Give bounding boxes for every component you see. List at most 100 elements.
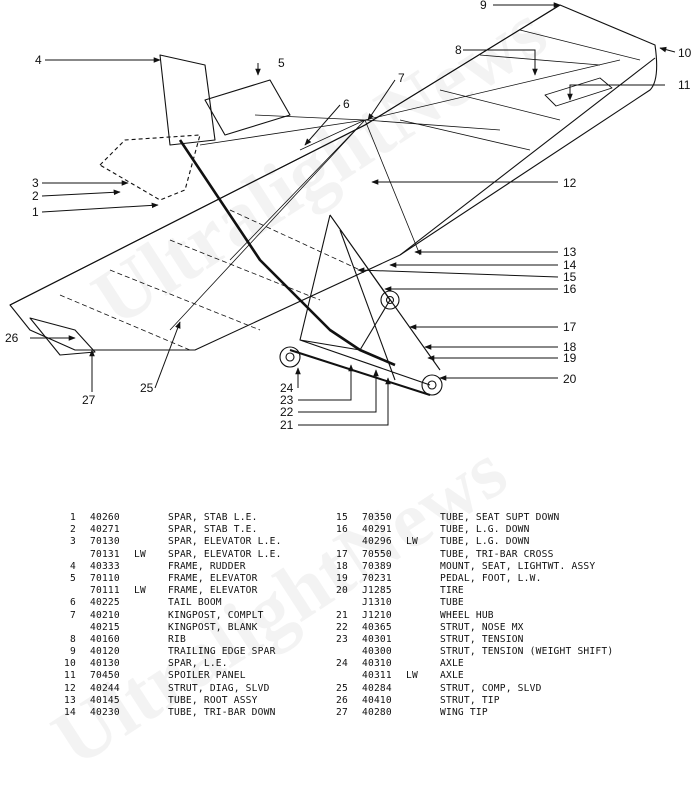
callout-5: 5: [278, 56, 285, 70]
left-wing-outline: [9, 124, 401, 351]
part-number: 40280: [362, 707, 392, 718]
part-description: RIB: [168, 633, 186, 645]
part-number: 40215: [90, 621, 120, 633]
part-description: KINGPOST, BLANK: [168, 621, 258, 633]
rudder: [159, 54, 216, 146]
callout-7: 7: [398, 71, 405, 85]
callout-6: 6: [343, 97, 350, 111]
part-description: FRAME, RUDDER: [168, 560, 246, 572]
part-number: 40311: [362, 670, 392, 682]
right-wing-leading-edge: [364, 4, 561, 126]
part-description: STRUT, DIAG, SLVD: [168, 682, 270, 694]
part-item-number: 3: [70, 536, 76, 548]
part-number: 40260: [90, 512, 120, 523]
callout-17: 17: [563, 320, 577, 334]
part-item-number: 21: [336, 609, 348, 621]
callout-2: 2: [32, 189, 39, 203]
right-wing-outline: [364, 4, 658, 256]
part-description: TRAILING EDGE SPAR: [168, 646, 276, 658]
part-item-number: 5: [70, 572, 76, 584]
part-item-number: 27: [336, 707, 348, 718]
wing-tip: [29, 317, 96, 356]
part-description: TUBE, L.G. DOWN: [440, 536, 530, 548]
part-item-number: 25: [336, 682, 348, 694]
part-description: SPAR, STAB T.E.: [168, 524, 258, 536]
callout-26: 26: [5, 331, 19, 345]
part-item-number: 7: [70, 609, 76, 621]
part-description: SPAR, L.E.: [168, 658, 228, 670]
part-number: J1285: [362, 585, 392, 597]
main-wheel-front: [421, 374, 443, 396]
part-number: 70450: [90, 670, 120, 682]
part-number: 40210: [90, 609, 120, 621]
callout-14: 14: [563, 258, 577, 272]
part-number: 40160: [90, 633, 120, 645]
part-number: 40301: [362, 633, 392, 645]
part-item-number: 2: [70, 524, 76, 536]
part-item-number: 14: [64, 707, 76, 718]
part-item-number: 13: [64, 694, 76, 706]
callout-10: 10: [678, 46, 692, 60]
part-item-number: 23: [336, 633, 348, 645]
callout-8: 8: [455, 43, 462, 57]
callout-25: 25: [140, 381, 154, 395]
part-description: WING TIP: [440, 707, 488, 718]
callout-20: 20: [563, 372, 577, 386]
callout-11: 11: [678, 78, 691, 92]
part-description: TUBE, SEAT SUPT DOWN: [440, 512, 560, 523]
part-number: 40365: [362, 621, 392, 633]
elevator-right: [204, 79, 291, 136]
part-suffix: LW: [134, 585, 146, 597]
callout-21: 21: [280, 418, 294, 432]
part-item-number: 26: [336, 694, 348, 706]
part-item-number: 4: [70, 560, 76, 572]
callout-15: 15: [563, 270, 577, 284]
callout-3: 3: [32, 176, 39, 190]
part-item-number: 18: [336, 560, 348, 572]
tail-boom: [178, 139, 396, 367]
callout-9: 9: [480, 0, 487, 12]
part-number: 70389: [362, 560, 392, 572]
part-description: STRUT, COMP, SLVD: [440, 682, 542, 694]
part-number: 40333: [90, 560, 120, 572]
part-item-number: 15: [336, 512, 348, 523]
part-description: STRUT, TENSION: [440, 633, 524, 645]
callout-12: 12: [563, 176, 577, 190]
part-description: TUBE, L.G. DOWN: [440, 524, 530, 536]
part-number: 40291: [362, 524, 392, 536]
part-item-number: 8: [70, 633, 76, 645]
part-description: SPAR, STAB L.E.: [168, 512, 258, 523]
part-item-number: 24: [336, 658, 348, 670]
left-wing-leading-edge: [9, 124, 366, 306]
part-item-number: 20: [336, 585, 348, 597]
part-description: AXLE: [440, 670, 464, 682]
part-description: SPAR, ELEVATOR L.E.: [168, 548, 282, 560]
part-description: AXLE: [440, 658, 464, 670]
callout-4: 4: [35, 53, 42, 67]
spoiler-panel: [544, 77, 613, 107]
part-description: WHEEL HUB: [440, 609, 494, 621]
part-description: TIRE: [440, 585, 464, 597]
part-number: 70130: [90, 536, 120, 548]
part-number: 70550: [362, 548, 392, 560]
callout-18: 18: [563, 340, 577, 354]
part-number: 70111: [90, 585, 120, 597]
part-description: PEDAL, FOOT, L.W.: [440, 572, 542, 584]
part-description: TUBE, TRI-BAR CROSS: [440, 548, 554, 560]
part-item-number: 16: [336, 524, 348, 536]
part-number: 40130: [90, 658, 120, 670]
kingpost-wires: [169, 59, 621, 331]
part-description: STRUT, NOSE MX: [440, 621, 524, 633]
part-description: STRUT, TENSION (WEIGHT SHIFT): [440, 646, 614, 658]
part-item-number: 6: [70, 597, 76, 609]
callout-13: 13: [563, 245, 577, 259]
part-item-number: 11: [64, 670, 76, 682]
part-number: 40145: [90, 694, 120, 706]
nose-wheel: [279, 346, 301, 368]
part-number: J1210: [362, 609, 392, 621]
right-wing-trailing-edge: [399, 57, 656, 256]
callout-19: 19: [563, 351, 577, 365]
part-item-number: 17: [336, 548, 348, 560]
part-number: 40225: [90, 597, 120, 609]
